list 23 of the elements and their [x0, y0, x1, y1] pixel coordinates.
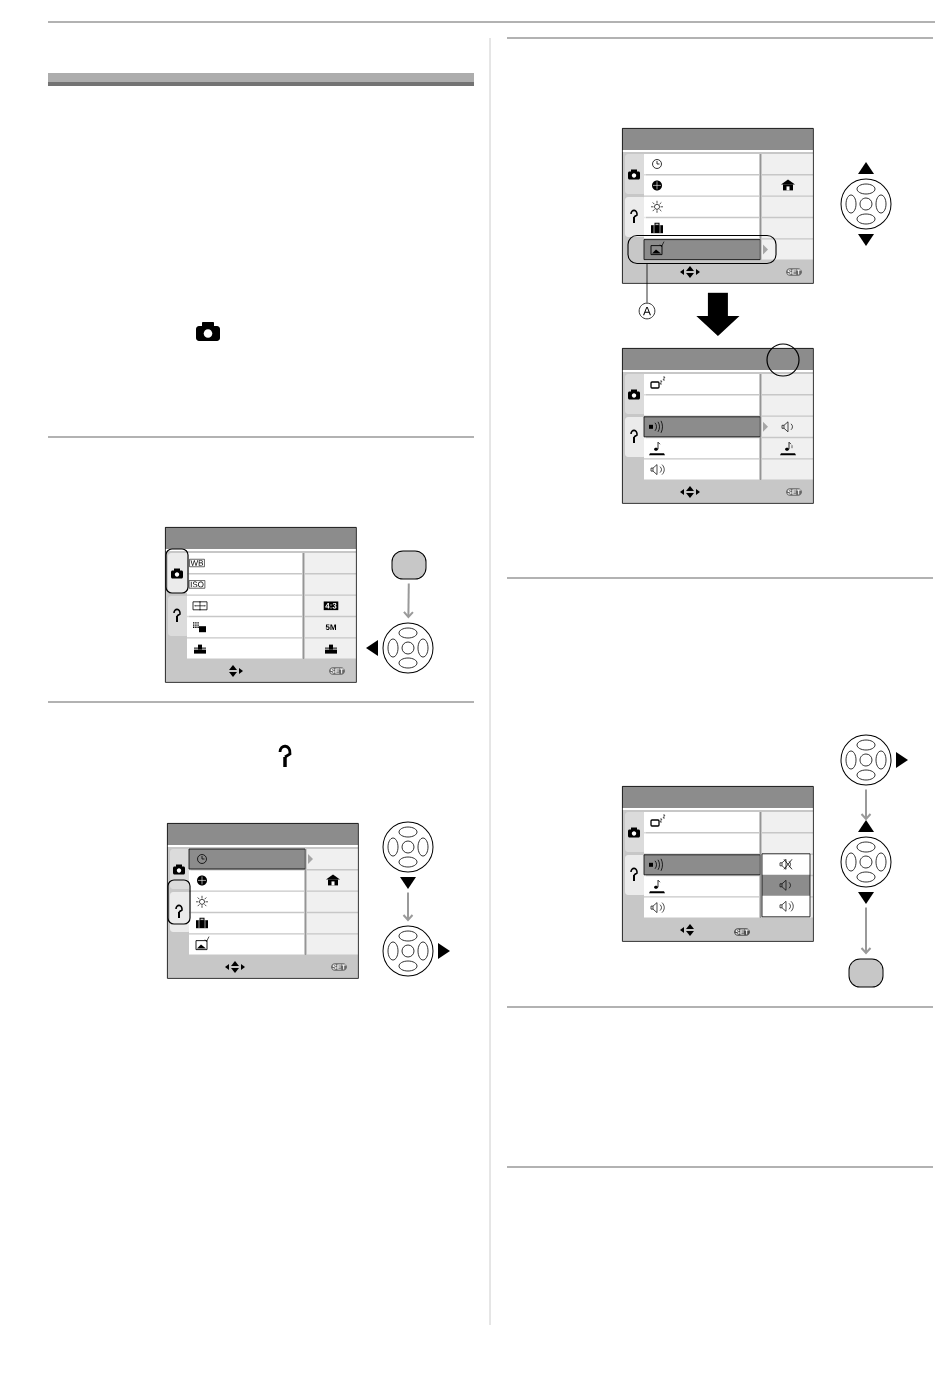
arrow [402, 891, 414, 922]
menu-screen [622, 128, 814, 284]
value-badge: 4:3 [323, 601, 339, 611]
menu-screen [622, 343, 814, 504]
highlight-ring [627, 234, 777, 265]
dial-button [840, 162, 892, 246]
option-label: WB [189, 558, 205, 568]
dial-button [382, 821, 434, 889]
arrow [860, 788, 872, 821]
value-text: 5M [325, 624, 337, 630]
round-button [391, 550, 427, 580]
arrow [860, 906, 872, 955]
dial-button [366, 622, 434, 674]
menu-screen [622, 786, 814, 942]
dial-button [382, 925, 450, 977]
dial-button [840, 734, 908, 786]
dial-button [840, 820, 892, 904]
callout-letter: A [638, 302, 656, 320]
menu-screen [165, 527, 357, 683]
menu-screen [167, 823, 359, 979]
option-label: ISO [188, 580, 206, 589]
arrow [402, 582, 414, 619]
round-button [848, 958, 884, 988]
